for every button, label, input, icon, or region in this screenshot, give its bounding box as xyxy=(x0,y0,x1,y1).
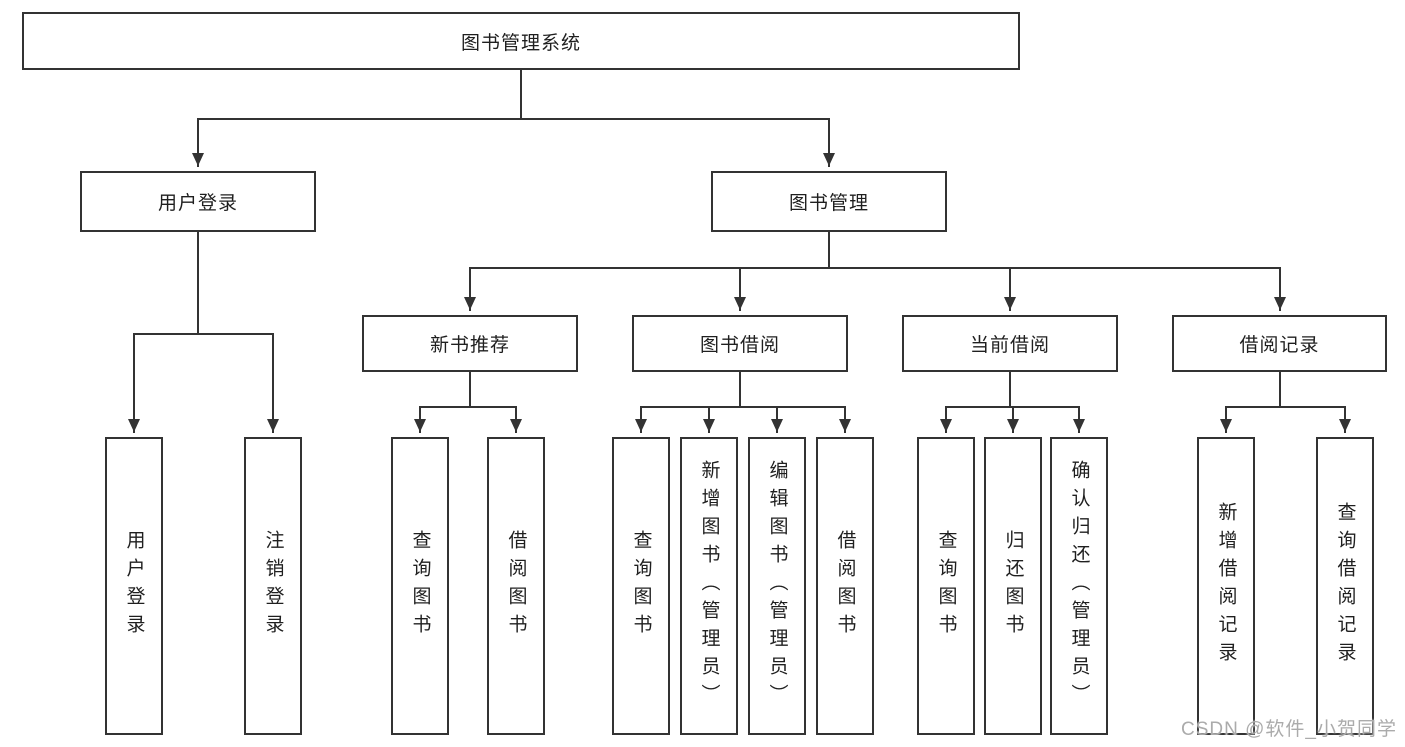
leaf-bb-borrow-books: 借阅图书 xyxy=(816,437,874,735)
leaf-br-query-record-label: 查询借阅记录 xyxy=(1334,502,1356,670)
node-book-management: 图书管理 xyxy=(711,171,947,232)
csdn-watermark: CSDN @软件_小贺同学 xyxy=(1181,719,1397,740)
leaf-bb-edit-book-admin: 编辑图书（管理员） xyxy=(748,437,806,735)
leaf-br-add-record: 新增借阅记录 xyxy=(1197,437,1255,735)
leaf-nbr-query-books-label: 查询图书 xyxy=(409,530,431,642)
leaf-cb-return-books: 归还图书 xyxy=(984,437,1042,735)
node-book-borrow: 图书借阅 xyxy=(632,315,848,372)
leaf-nbr-query-books: 查询图书 xyxy=(391,437,449,735)
leaf-br-query-record: 查询借阅记录 xyxy=(1316,437,1374,735)
leaf-cb-confirm-return-admin-label: 确认归还（管理员） xyxy=(1068,460,1090,712)
leaf-user-login-label: 用户登录 xyxy=(123,530,145,642)
leaf-br-add-record-label: 新增借阅记录 xyxy=(1215,502,1237,670)
node-new-book-recommend: 新书推荐 xyxy=(362,315,578,372)
node-root-library-system: 图书管理系统 xyxy=(22,12,1020,70)
node-borrow-records: 借阅记录 xyxy=(1172,315,1387,372)
leaf-cb-query-books: 查询图书 xyxy=(917,437,975,735)
leaf-bb-query-books-label: 查询图书 xyxy=(630,530,652,642)
leaf-cb-return-books-label: 归还图书 xyxy=(1002,530,1024,642)
leaf-cb-query-books-label: 查询图书 xyxy=(935,530,957,642)
leaf-bb-add-book-admin: 新增图书（管理员） xyxy=(680,437,738,735)
leaf-logout: 注销登录 xyxy=(244,437,302,735)
leaf-bb-edit-book-admin-label: 编辑图书（管理员） xyxy=(766,460,788,712)
leaf-logout-label: 注销登录 xyxy=(262,530,284,642)
leaf-bb-query-books: 查询图书 xyxy=(612,437,670,735)
node-current-borrow: 当前借阅 xyxy=(902,315,1118,372)
leaf-nbr-borrow-books: 借阅图书 xyxy=(487,437,545,735)
leaf-user-login: 用户登录 xyxy=(105,437,163,735)
leaf-nbr-borrow-books-label: 借阅图书 xyxy=(505,530,527,642)
leaf-cb-confirm-return-admin: 确认归还（管理员） xyxy=(1050,437,1108,735)
node-user-login: 用户登录 xyxy=(80,171,316,232)
leaf-bb-add-book-admin-label: 新增图书（管理员） xyxy=(698,460,720,712)
leaf-bb-borrow-books-label: 借阅图书 xyxy=(834,530,856,642)
